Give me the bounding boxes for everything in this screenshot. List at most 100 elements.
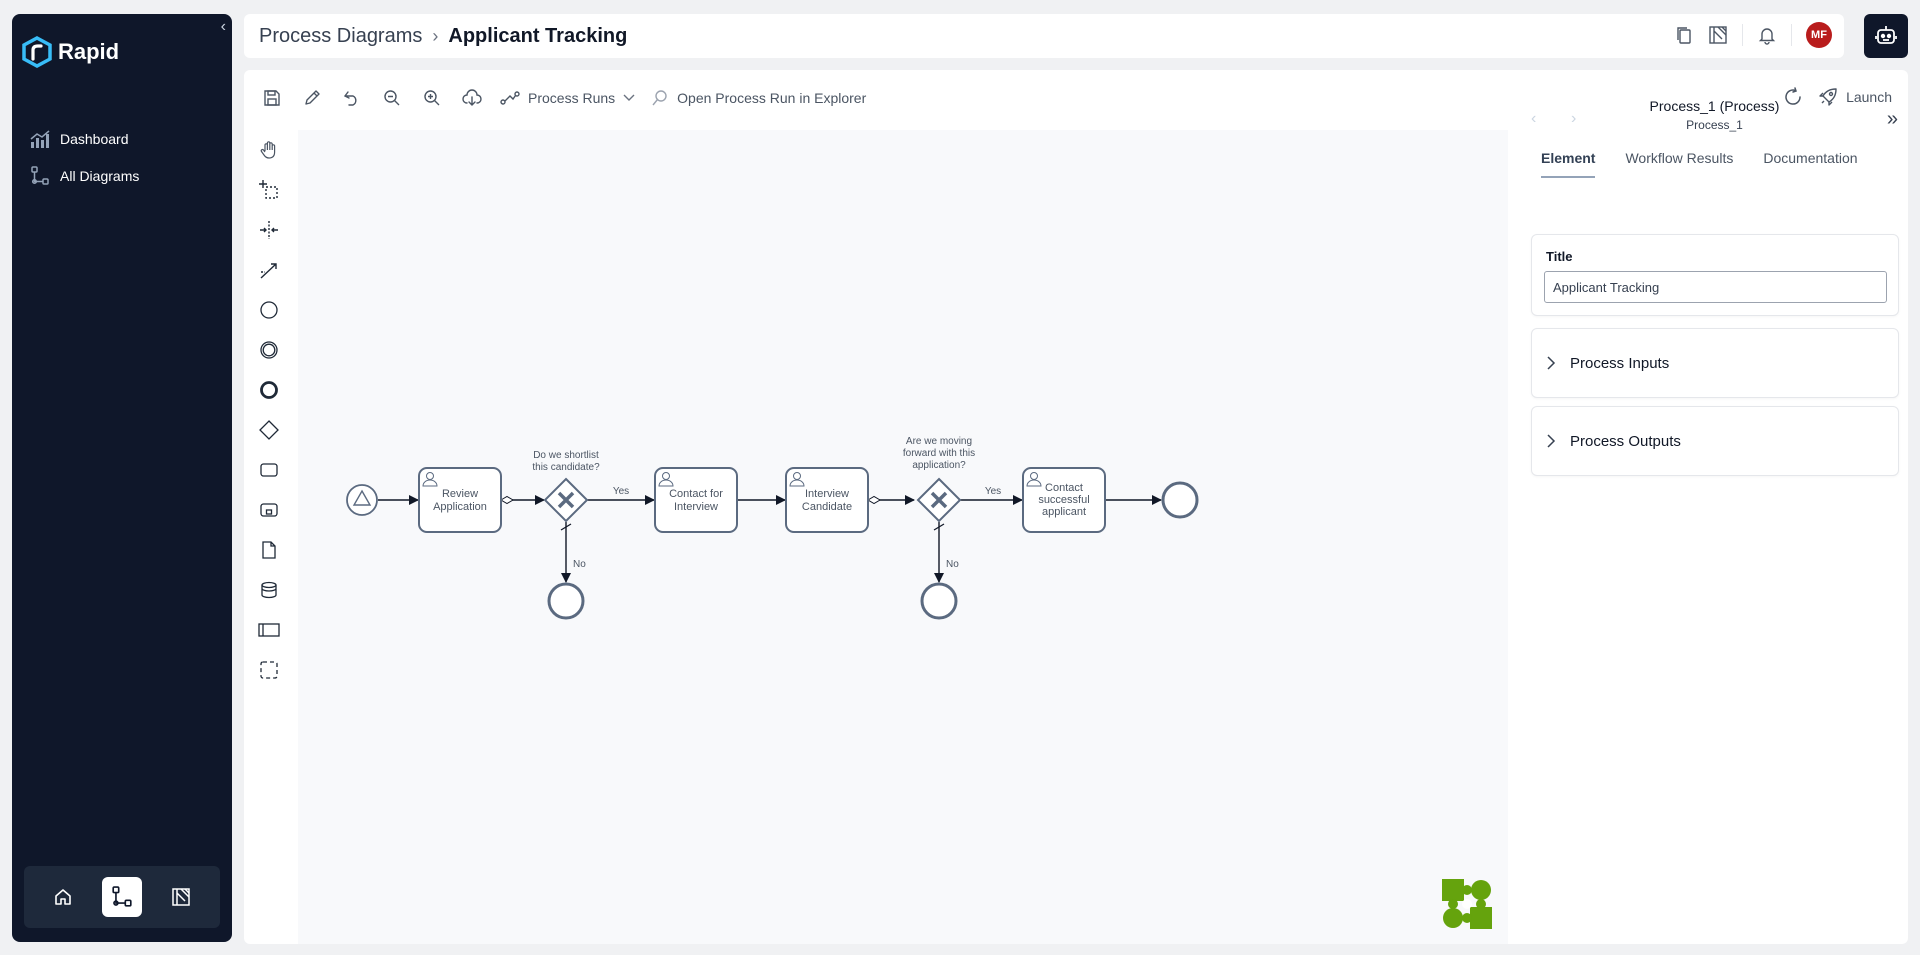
end-event[interactable]: [547, 582, 585, 620]
tab-element[interactable]: Element: [1541, 150, 1596, 178]
rocket-icon: [1819, 88, 1837, 106]
gateway-moving-forward[interactable]: [916, 477, 962, 523]
sidebar-item-label: Dashboard: [60, 130, 129, 147]
end-event[interactable]: [1161, 481, 1199, 519]
launch-button[interactable]: Launch: [1818, 87, 1892, 107]
sidebar-quick-bar: [24, 866, 220, 928]
zoom-in-icon: [424, 90, 440, 106]
next-element-icon[interactable]: ›: [1571, 110, 1577, 127]
header-actions: MF: [1674, 22, 1832, 48]
chart-icon: [30, 129, 50, 148]
subprocess-tool[interactable]: [254, 490, 284, 530]
save-button[interactable]: [260, 86, 284, 110]
properties-panel: ‹ › Process_1 (Process) Process_1 » Elem…: [1521, 70, 1908, 944]
breadcrumb-process-diagrams[interactable]: Process Diagrams: [259, 24, 423, 47]
pool-tool[interactable]: [254, 610, 284, 650]
zoom-out-button[interactable]: [380, 86, 404, 110]
pencil-icon: [305, 90, 320, 105]
process-outputs-row[interactable]: Process Outputs: [1532, 407, 1898, 475]
element-title: Process_1 (Process): [1649, 98, 1780, 114]
intermediate-event-tool[interactable]: [254, 330, 284, 370]
chevron-down-icon: [623, 94, 635, 101]
top-header: Process Diagrams › Applicant Tracking MF: [244, 14, 1844, 58]
title-input[interactable]: [1544, 271, 1887, 303]
sidebar-item-label: All Diagrams: [60, 167, 140, 184]
process-runs-dropdown[interactable]: Process Runs: [500, 90, 635, 106]
process-inputs-row[interactable]: Process Inputs: [1532, 329, 1898, 397]
collapse-panel-icon[interactable]: »: [1886, 108, 1898, 130]
assistant-button[interactable]: [1864, 14, 1908, 58]
avatar[interactable]: MF: [1806, 22, 1832, 48]
brand-logo[interactable]: Rapid: [22, 36, 119, 68]
gateway-shortlist[interactable]: [543, 477, 589, 523]
undo-icon: [343, 91, 357, 106]
save-icon: [264, 90, 280, 106]
start-event-tool[interactable]: [254, 290, 284, 330]
hand-tool[interactable]: [254, 130, 284, 170]
diamond-icon: [259, 420, 279, 440]
process-runs-label: Process Runs: [528, 90, 616, 106]
route-icon: [500, 91, 520, 105]
circle-icon: [260, 301, 278, 319]
divider: [1791, 24, 1792, 46]
previous-element-icon[interactable]: ‹: [1531, 110, 1537, 127]
copy-icon[interactable]: [1674, 25, 1694, 45]
process-inputs-section[interactable]: Process Inputs: [1531, 328, 1899, 398]
sidebar: ‹ Rapid Dashboard All Diagrams: [12, 14, 232, 942]
process-outputs-section[interactable]: Process Outputs: [1531, 406, 1899, 476]
robot-icon: [1875, 26, 1897, 44]
data-store-tool[interactable]: [254, 570, 284, 610]
data-object-tool[interactable]: [254, 530, 284, 570]
flow-label-no: No: [946, 559, 959, 570]
connect-icon: [260, 263, 277, 279]
properties-header: ‹ › Process_1 (Process) Process_1 »: [1521, 94, 1908, 154]
cloud-download-icon: [462, 89, 482, 106]
rounded-rect-icon: [260, 463, 278, 477]
task-tool[interactable]: [254, 450, 284, 490]
zoom-out-icon: [384, 90, 400, 106]
lasso-icon: [259, 180, 278, 199]
refresh-icon[interactable]: [1782, 86, 1804, 108]
space-icon: [260, 221, 278, 239]
home-button[interactable]: [43, 877, 83, 917]
connect-tool[interactable]: [254, 250, 284, 290]
space-tool[interactable]: [254, 210, 284, 250]
collapse-sidebar-icon[interactable]: ‹: [220, 18, 226, 35]
open-process-run-button[interactable]: Open Process Run in Explorer: [651, 89, 866, 107]
home-icon: [55, 889, 72, 905]
tab-documentation[interactable]: Documentation: [1763, 150, 1858, 166]
diagrams-button[interactable]: [101, 877, 142, 917]
gateway-tool[interactable]: [254, 410, 284, 450]
tab-workflow-results[interactable]: Workflow Results: [1625, 150, 1734, 166]
end-event-tool[interactable]: [254, 370, 284, 410]
undo-button[interactable]: [340, 86, 364, 110]
subprocess-icon: [260, 503, 278, 517]
group-tool[interactable]: [254, 650, 284, 690]
notebook-icon[interactable]: [1708, 25, 1728, 45]
cloud-download-button[interactable]: [460, 86, 484, 110]
open-process-run-label: Open Process Run in Explorer: [677, 90, 867, 106]
lasso-tool[interactable]: [254, 170, 284, 210]
editor-toolbar: Process Runs Open Process Run in Explore…: [244, 70, 1508, 126]
start-event[interactable]: [346, 484, 378, 516]
double-circle-icon: [260, 341, 278, 359]
sidebar-item-dashboard[interactable]: Dashboard: [30, 120, 220, 157]
bell-icon[interactable]: [1757, 25, 1777, 45]
zoom-in-button[interactable]: [420, 86, 444, 110]
pool-icon: [258, 623, 280, 637]
edit-button[interactable]: [300, 86, 324, 110]
properties-tabs: Element Workflow Results Documentation: [1541, 150, 1858, 178]
sidebar-item-all-diagrams[interactable]: All Diagrams: [30, 157, 220, 194]
element-palette: [254, 130, 284, 690]
process-outputs-label: Process Outputs: [1570, 432, 1681, 450]
page-title: Applicant Tracking: [448, 24, 628, 47]
launch-label: Launch: [1846, 89, 1892, 105]
end-event[interactable]: [920, 582, 958, 620]
notebook-button[interactable]: [161, 877, 201, 917]
